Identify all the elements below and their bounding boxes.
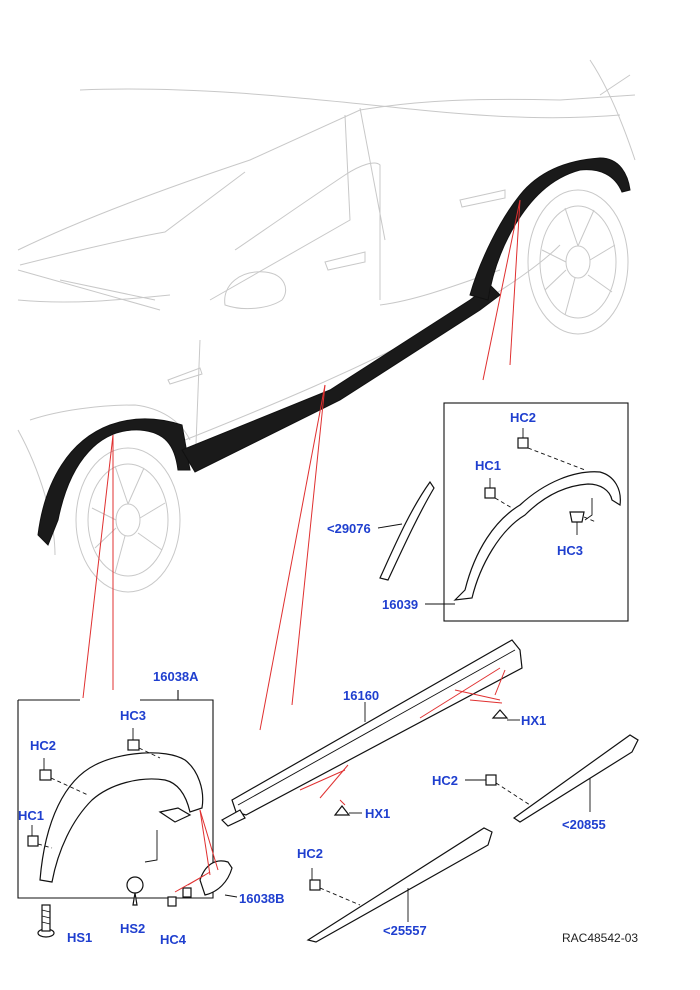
label-20855: <20855 <box>562 817 606 832</box>
label-hc1-left: HC1 <box>18 808 44 823</box>
moulding-29076[interactable] <box>379 480 435 581</box>
sill-moulding-group <box>221 639 523 827</box>
strip-20855-group <box>465 734 639 823</box>
moulding-20855[interactable] <box>512 734 639 823</box>
reference-code: RAC48542-03 <box>562 931 638 945</box>
hc2-clip <box>517 428 529 449</box>
label-hs2: HS2 <box>120 921 145 936</box>
label-16160: 16160 <box>343 688 379 703</box>
hc3-clip <box>569 511 585 535</box>
rear-arch-moulding[interactable] <box>453 471 621 601</box>
label-hc2-top: HC2 <box>510 410 536 425</box>
installed-cladding <box>37 157 631 546</box>
label-hc4: HC4 <box>160 932 187 947</box>
label-hc3-top: HC3 <box>557 543 583 558</box>
fastener-hs2 <box>126 876 144 906</box>
hx1-clip-upper <box>491 709 509 719</box>
front-wheel <box>75 447 181 593</box>
vehicle-outline <box>17 59 636 593</box>
rear-arch-box <box>443 402 629 622</box>
label-hs1: HS1 <box>67 930 92 945</box>
label-25557: <25557 <box>383 923 427 938</box>
rear-arch-group <box>377 402 629 622</box>
label-16038a: 16038A <box>153 669 199 684</box>
bracket-16038b[interactable] <box>199 860 233 896</box>
label-hx1-a: HX1 <box>521 713 546 728</box>
rear-wheel <box>527 189 629 335</box>
hc4-clips <box>167 887 192 907</box>
label-hc2-mid: HC2 <box>432 773 458 788</box>
label-16039: 16039 <box>382 597 418 612</box>
moulding-25557[interactable] <box>306 827 493 943</box>
red-leaders <box>82 199 521 731</box>
label-29076: <29076 <box>327 521 371 536</box>
hx1-clip-lower <box>333 805 351 816</box>
label-hc3-left: HC3 <box>120 708 146 723</box>
label-hc1-top: HC1 <box>475 458 501 473</box>
label-hc2-bot: HC2 <box>297 846 323 861</box>
label-hx1-b: HX1 <box>365 806 390 821</box>
hc3-clip-left <box>127 739 140 751</box>
callout-labels: HC2 HC1 HC3 <29076 16039 16038A HC3 HC2 … <box>18 410 638 947</box>
label-16038b: 16038B <box>239 891 285 906</box>
strip-25557-group <box>306 827 493 943</box>
front-arch-group <box>17 690 238 938</box>
hc1-clip-left <box>27 835 39 847</box>
hc2-clip-left <box>39 769 52 781</box>
label-hc2-left: HC2 <box>30 738 56 753</box>
screw-hs1 <box>37 904 55 938</box>
hc1-clip <box>484 478 496 499</box>
front-arch-moulding[interactable] <box>39 752 204 883</box>
